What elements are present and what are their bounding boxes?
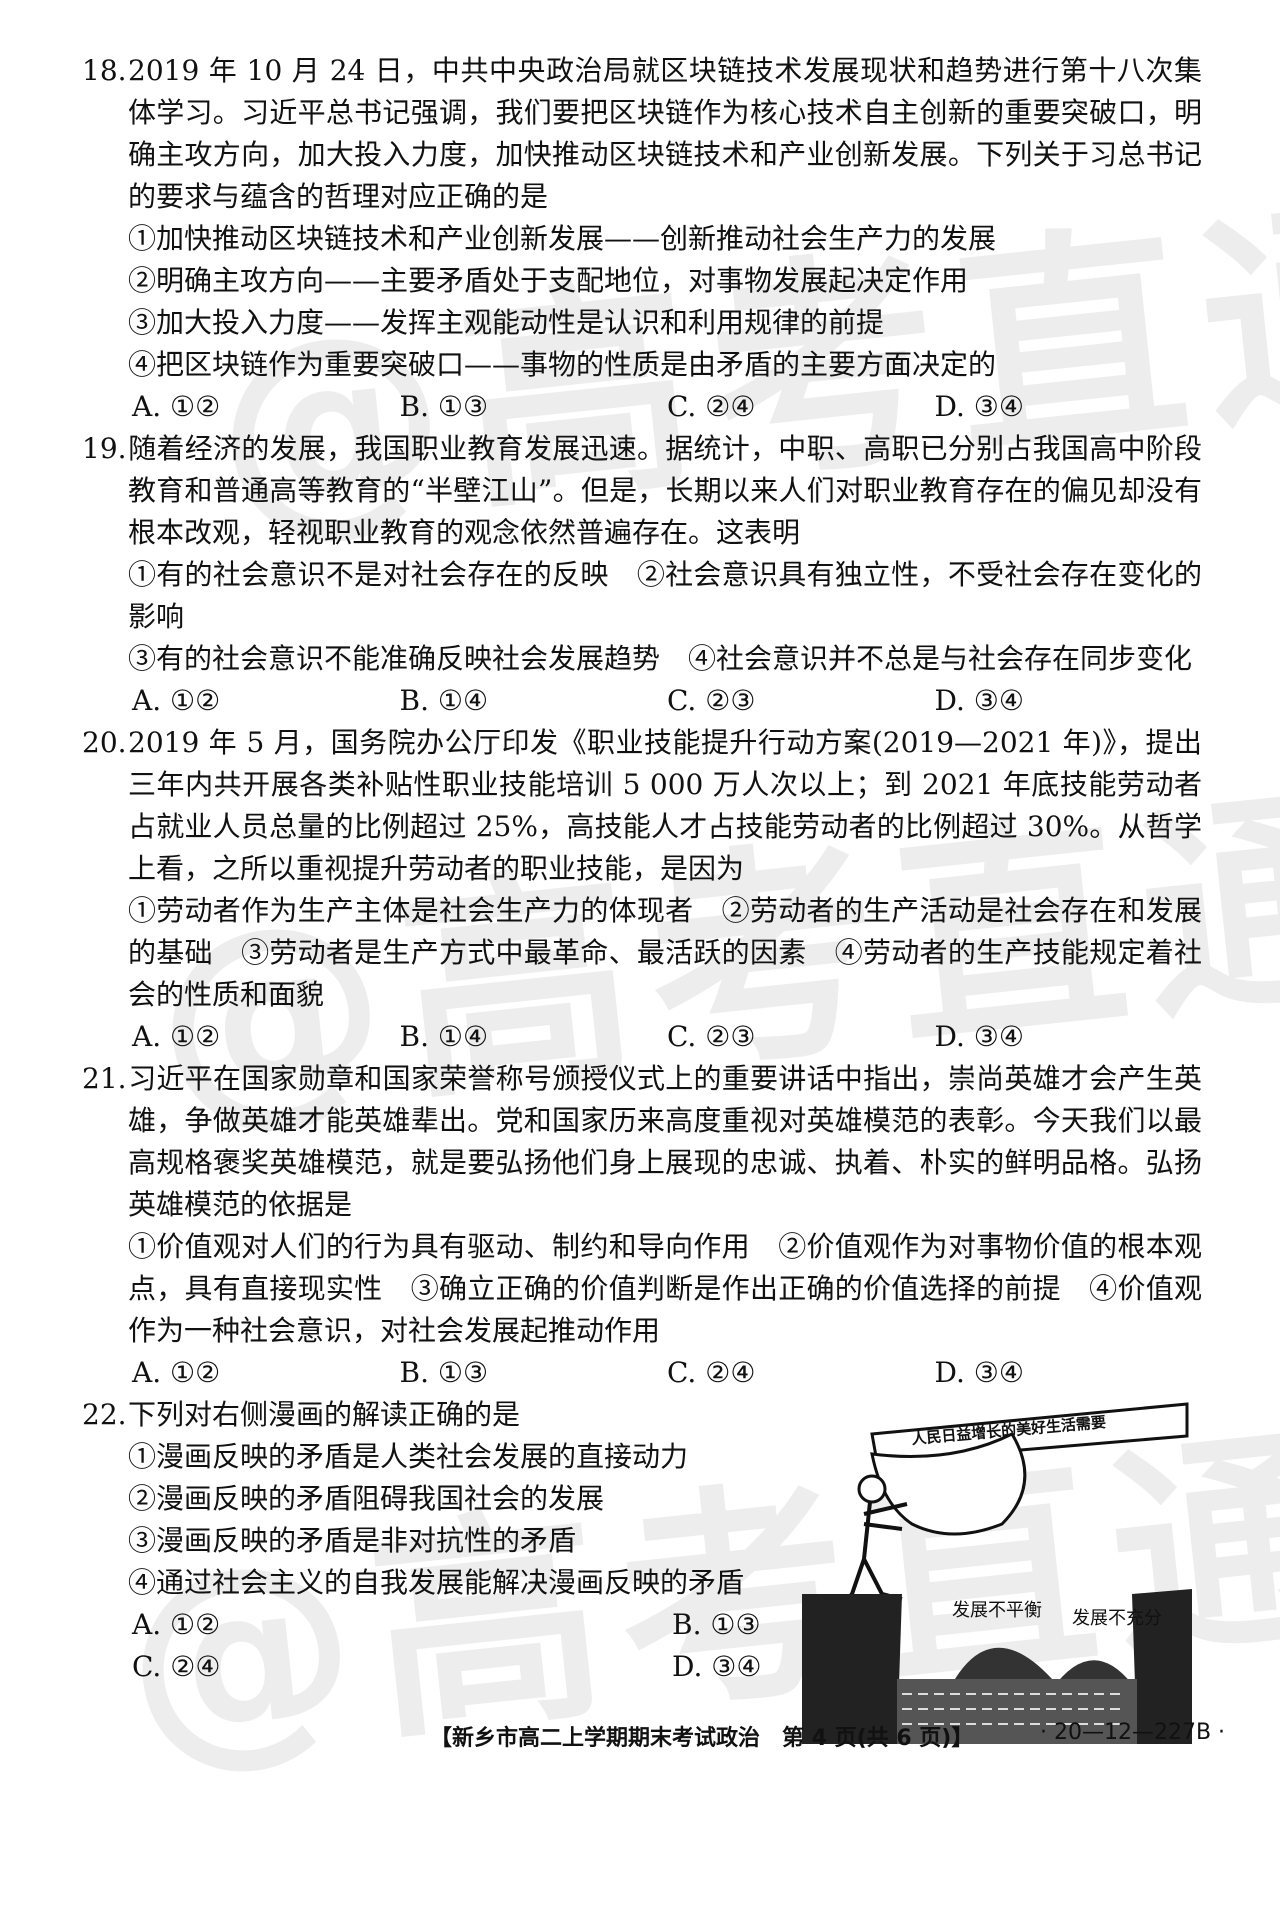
cartoon-label-imbalance: 发展不平衡 [952,1600,1042,1621]
answer-choices: A. ①② B. ①③ C. ②④ D. ③④ [82,1604,842,1688]
question-18: 18.2019 年 10 月 24 日，中共中央政治局就区块链技术发展现状和趋势… [82,50,1202,428]
cartoon-illustration: 人民日益增长的美好生活需要 发展不平衡 发展不充分 [802,1402,1192,1744]
footer-title: 【新乡市高二上学期期末考试政治 第 4 页(共 6 页)】 [430,1726,974,1751]
answer-choices: A. ①② B. ①③ C. ②④ D. ③④ [82,386,1202,428]
option-statement: ①漫画反映的矛盾是人类社会发展的直接动力 [128,1440,689,1473]
choice-b: B. ①④ [399,684,489,717]
option-statement: ①有的社会意识不是对社会存在的反映 ②社会意识具有独立性，不受社会存在变化的影响 [128,558,1202,633]
question-20: 20.2019 年 5 月，国务院办公厅印发《职业技能提升行动方案(2019—2… [82,722,1202,1058]
question-number: 19. [82,432,127,465]
option-statement: ②明确主攻方向——主要矛盾处于支配地位，对事物发展起决定作用 [128,264,969,297]
option-statement: ①价值观对人们的行为具有驱动、制约和导向作用 ②价值观作为对事物价值的根本观点，… [128,1230,1202,1347]
question-19: 19.随着经济的发展，我国职业教育发展迅速。据统计，中职、高职已分别占我国高中阶… [82,428,1202,722]
cartoon-cliff-left [802,1594,902,1744]
choice-b: B. ①③ [672,1608,761,1641]
choice-a: A. ①② [132,390,221,423]
question-number: 22. [82,1398,127,1431]
cartoon-banner [870,1402,1189,1464]
question-number: 21. [82,1062,127,1095]
choice-a: A. ①② [132,1020,221,1053]
answer-choices: A. ①② B. ①④ C. ②③ D. ③④ [82,680,1202,722]
choice-c: C. ②③ [667,1020,756,1053]
option-statement: ④把区块链作为重要突破口——事物的性质是由矛盾的主要方面决定的 [128,348,997,381]
choice-d: D. ③④ [672,1650,762,1683]
option-statement: ③有的社会意识不能准确反映社会发展趋势 ④社会意识并不总是与社会存在同步变化 [128,642,1193,675]
cartoon-waves [902,1693,1122,1725]
choice-d: D. ③④ [934,1356,1024,1389]
choice-c: C. ②④ [667,390,756,423]
question-number: 18. [82,54,127,87]
question-21: 21.习近平在国家勋章和国家荣誉称号颁授仪式上的重要讲话中指出，崇尚英雄才会产生… [82,1058,1202,1394]
question-stem: 2019 年 5 月，国务院办公厅印发《职业技能提升行动方案(2019—2021… [128,726,1202,885]
choice-c: C. ②③ [667,684,756,717]
answer-choices: A. ①② B. ①④ C. ②③ D. ③④ [82,1016,1202,1058]
footer-code: · 20—12—227B · [1040,1720,1226,1745]
choice-a: A. ①② [132,1356,221,1389]
choice-a: A. ①② [132,1608,221,1641]
choice-c: C. ②④ [132,1650,221,1683]
question-stem: 下列对右侧漫画的解读正确的是 [128,1398,521,1431]
cartoon-net [870,1432,1027,1536]
question-stem: 2019 年 10 月 24 日，中共中央政治局就区块链技术发展现状和趋势进行第… [128,54,1202,213]
choice-d: D. ③④ [934,684,1024,717]
option-statement: ③加大投入力度——发挥主观能动性是认识和利用规律的前提 [128,306,885,339]
question-number: 20. [82,726,127,759]
option-statement: ①劳动者作为生产主体是社会生产力的体现者 ②劳动者的生产活动是社会存在和发展的基… [128,894,1202,1011]
choice-d: D. ③④ [934,390,1024,423]
cartoon-person-head [857,1474,887,1504]
cartoon-person-body [835,1501,908,1611]
choice-c: C. ②④ [667,1356,756,1389]
option-statement: ④通过社会主义的自我发展能解决漫画反映的矛盾 [128,1566,745,1599]
cartoon-label-inadequate: 发展不充分 [1072,1608,1162,1629]
answer-choices: A. ①② B. ①③ C. ②④ D. ③④ [82,1352,1202,1394]
option-statement: ②漫画反映的矛盾阻碍我国社会的发展 [128,1482,605,1515]
cartoon-water [897,1679,1137,1744]
choice-d: D. ③④ [934,1020,1024,1053]
choice-b: B. ①④ [399,1020,489,1053]
choice-a: A. ①② [132,684,221,717]
question-stem: 随着经济的发展，我国职业教育发展迅速。据统计，中职、高职已分别占我国高中阶段教育… [128,432,1202,549]
question-stem: 习近平在国家勋章和国家荣誉称号颁授仪式上的重要讲话中指出，崇尚英雄才会产生英雄，… [128,1062,1202,1221]
questions: 18.2019 年 10 月 24 日，中共中央政治局就区块链技术发展现状和趋势… [82,50,1202,1744]
choice-b: B. ①③ [399,1356,489,1389]
cartoon-cliff-right [1132,1589,1192,1744]
choice-b: B. ①③ [399,390,489,423]
cartoon-hill-left [952,1647,1052,1684]
option-statement: ③漫画反映的矛盾是非对抗性的矛盾 [128,1524,577,1557]
option-statement: ①加快推动区块链技术和产业创新发展——创新推动社会生产力的发展 [128,222,997,255]
question-22: 22.下列对右侧漫画的解读正确的是 ①漫画反映的矛盾是人类社会发展的直接动力 ②… [82,1394,1202,1744]
